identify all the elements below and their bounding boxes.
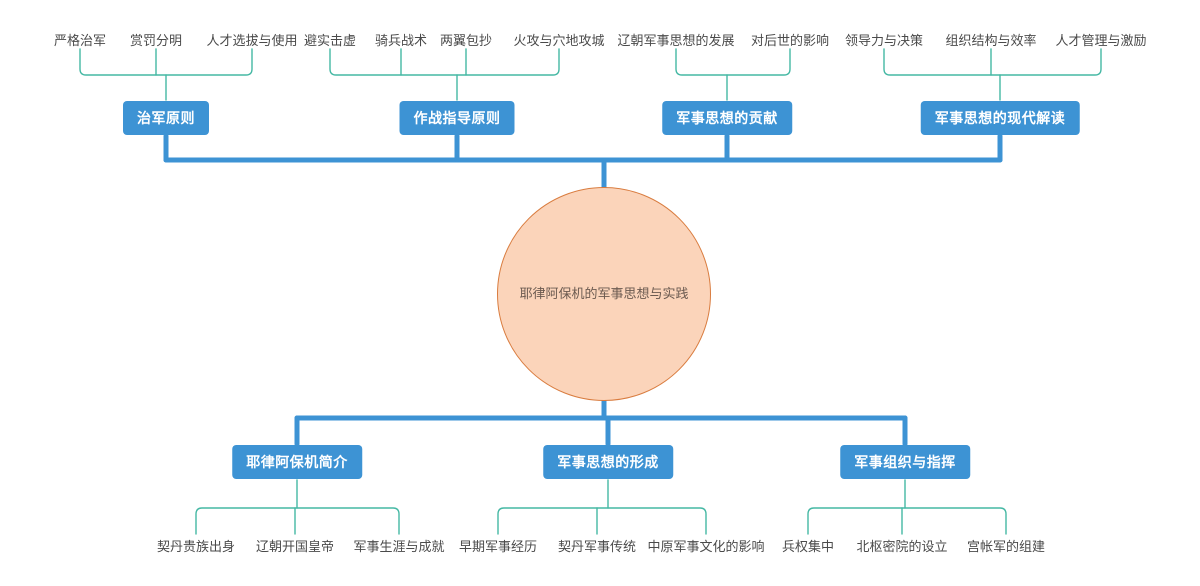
leaf-node-bottom-2-0[interactable]: 兵权集中 <box>781 539 835 554</box>
trunk-edges-bottom <box>294 398 908 447</box>
leaf-node-bottom-2-1[interactable]: 北枢密院的设立 <box>856 539 948 554</box>
root-node-label: 耶律阿保机的军事思想与实践 <box>519 286 689 301</box>
leaf-node-bottom-0-1[interactable]: 辽朝开国皇帝 <box>255 539 335 554</box>
leaf-node-bottom-1-1[interactable]: 契丹军事传统 <box>557 539 637 554</box>
leaf-edge-bracket-bottom-1 <box>497 507 707 535</box>
leaf-edge-bracket-top-2 <box>675 48 791 76</box>
leaf-node-top-3-2[interactable]: 人才管理与激励 <box>1055 33 1147 48</box>
branch-node-bottom-1[interactable]: 军事思想的形成 <box>543 445 673 479</box>
leaf-node-top-1-2[interactable]: 两翼包抄 <box>439 33 493 48</box>
leaf-edges-top <box>79 48 1102 101</box>
leaf-edge-bracket-bottom-0 <box>195 507 400 535</box>
leaf-edge-bracket-bottom-2 <box>807 507 1007 535</box>
leaf-edge-bracket-top-0 <box>79 48 253 76</box>
leaf-edge-bracket-top-1 <box>329 48 560 76</box>
branch-node-top-0[interactable]: 治军原则 <box>123 101 209 135</box>
leaf-node-top-2-1[interactable]: 对后世的影响 <box>750 33 830 48</box>
leaf-node-top-1-1[interactable]: 骑兵战术 <box>374 33 428 48</box>
branch-node-top-1[interactable]: 作战指导原则 <box>399 101 515 135</box>
leaf-node-top-3-1[interactable]: 组织结构与效率 <box>945 33 1037 48</box>
leaf-node-top-3-0[interactable]: 领导力与决策 <box>844 33 924 48</box>
leaf-node-top-2-0[interactable]: 辽朝军事思想的发展 <box>617 33 735 48</box>
branch-node-top-3[interactable]: 军事思想的现代解读 <box>920 101 1080 135</box>
leaf-node-top-0-2[interactable]: 人才选拔与使用 <box>206 33 298 48</box>
leaf-node-top-1-0[interactable]: 避实击虚 <box>303 33 357 48</box>
branch-node-top-2[interactable]: 军事思想的贡献 <box>662 101 792 135</box>
leaf-edge-bracket-top-3 <box>883 48 1102 76</box>
leaf-edges-bottom <box>195 479 1007 535</box>
leaf-node-bottom-2-2[interactable]: 宫帐军的组建 <box>966 539 1046 554</box>
leaf-node-bottom-0-2[interactable]: 军事生涯与成就 <box>353 539 445 554</box>
leaf-node-top-0-0[interactable]: 严格治军 <box>53 33 107 48</box>
leaf-node-top-1-3[interactable]: 火攻与穴地攻城 <box>513 33 605 48</box>
branch-node-bottom-2[interactable]: 军事组织与指挥 <box>840 445 970 479</box>
branch-node-bottom-0[interactable]: 耶律阿保机简介 <box>232 445 362 479</box>
root-node[interactable]: 耶律阿保机的军事思想与实践 <box>497 187 711 401</box>
leaf-node-top-0-1[interactable]: 赏罚分明 <box>129 33 183 48</box>
leaf-node-bottom-1-2[interactable]: 中原军事文化的影响 <box>647 539 765 554</box>
trunk-edges-top <box>163 133 1003 190</box>
leaf-node-bottom-0-0[interactable]: 契丹贵族出身 <box>156 539 236 554</box>
leaf-node-bottom-1-0[interactable]: 早期军事经历 <box>458 539 538 554</box>
